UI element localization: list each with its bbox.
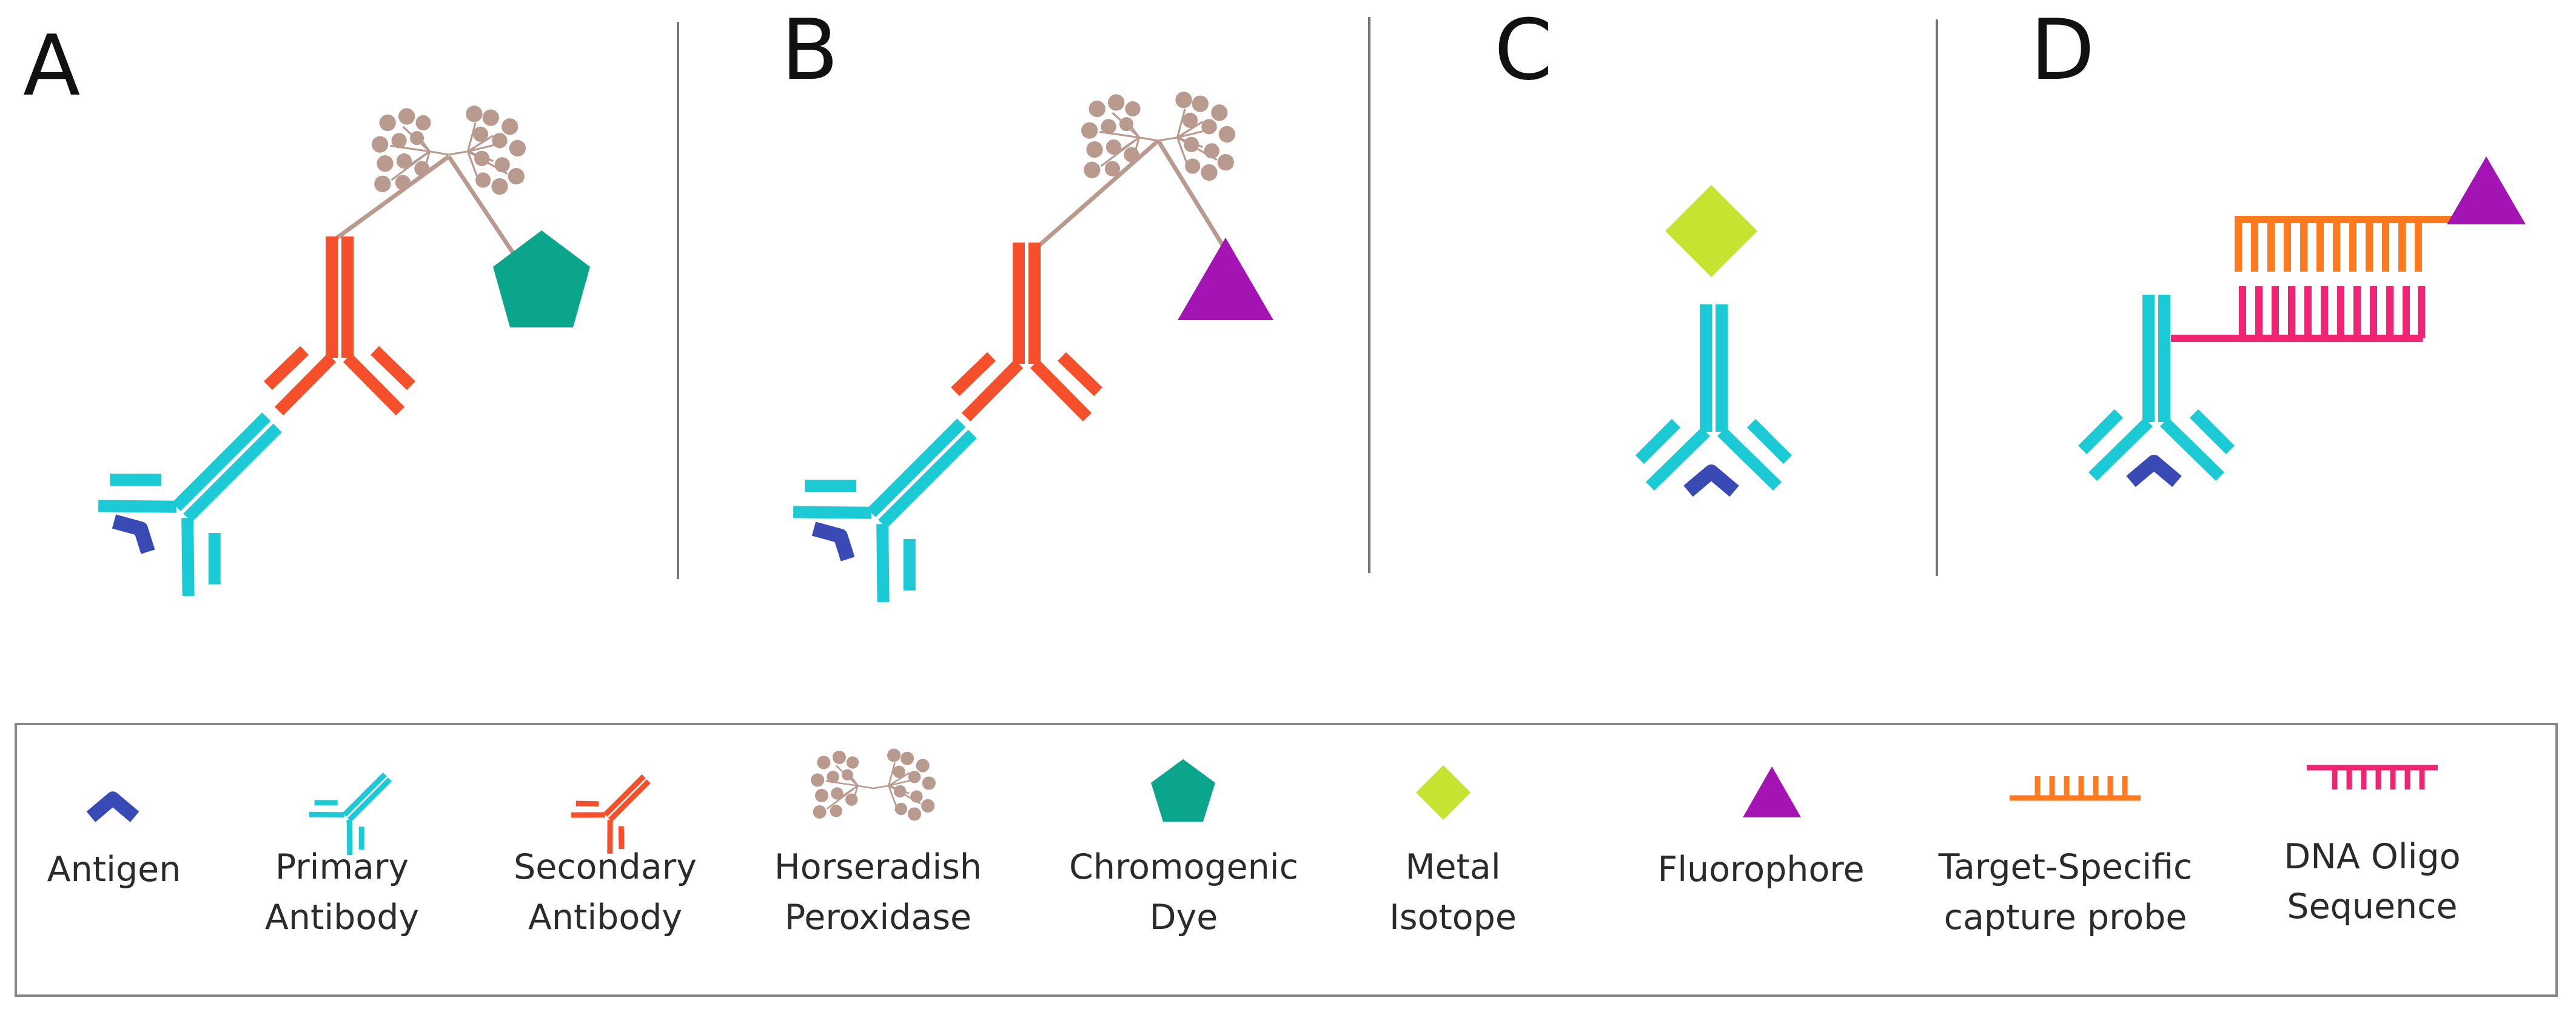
- panel-b-antigen: [811, 521, 855, 561]
- panel-a: [91, 104, 590, 603]
- legend-label-primary-1: Primary: [275, 847, 409, 887]
- legend-label-secondary-1: Secondary: [514, 847, 697, 887]
- panel-b-secondary-antibody: [955, 243, 1098, 417]
- panel-b-hrp-link-right: [1156, 139, 1224, 246]
- panel-b: [786, 90, 1273, 609]
- legend-label-fluorophore: Fluorophore: [1657, 850, 1864, 890]
- legend-label-hrp-2: Peroxidase: [785, 897, 971, 937]
- legend-label-metal-1: Metal: [1405, 847, 1500, 887]
- panel-a-antigen: [112, 514, 155, 554]
- legend-dna-oligo-icon: [2307, 765, 2438, 789]
- legend-label-secondary-2: Antibody: [528, 897, 682, 937]
- panel-d: [2082, 156, 2526, 481]
- legend-label-chromogenic-1: Chromogenic: [1069, 847, 1298, 887]
- panel-d-dna-oligo: [2171, 286, 2425, 342]
- panel-b-primary-antibody: [786, 376, 1019, 609]
- legend-capture-probe-icon: [2010, 776, 2141, 801]
- legend-fluorophore-icon: [1743, 766, 1801, 817]
- legend-label-antigen: Antigen: [47, 850, 181, 890]
- legend-label-metal-2: Isotope: [1389, 897, 1517, 937]
- panel-c: [1640, 185, 1788, 491]
- legend-label-dna-1: DNA Oligo: [2284, 837, 2460, 877]
- panel-c-metal-isotope: [1665, 185, 1757, 277]
- legend-label-hrp-1: Horseradish: [774, 847, 982, 887]
- panel-a-hrp-link-right: [447, 155, 516, 256]
- legend-chromogenic-dye-icon: [1151, 759, 1215, 822]
- panel-c-antigen: [1688, 472, 1734, 491]
- panel-a-hrp-link-left: [329, 155, 451, 244]
- panel-c-primary-antibody: [1640, 304, 1788, 486]
- legend-label-primary-2: Antibody: [265, 897, 419, 937]
- panel-c-label: C: [1494, 1, 1552, 99]
- panel-a-label: A: [23, 17, 80, 115]
- panel-b-fluorophore: [1178, 238, 1273, 320]
- panel-d-capture-probe: [2235, 216, 2456, 272]
- legend-metal-isotope-icon: [1416, 765, 1471, 820]
- panel-a-secondary-antibody: [268, 236, 411, 411]
- panel-a-hrp: [371, 104, 527, 196]
- legend-label-dna-2: Sequence: [2287, 887, 2457, 927]
- panel-b-hrp-link-left: [1035, 139, 1160, 249]
- panel-a-chromogenic-dye: [493, 230, 590, 327]
- panel-d-antigen: [2131, 462, 2177, 481]
- panel-d-fluorophore: [2447, 156, 2526, 224]
- panel-d-primary-antibody: [2082, 295, 2230, 477]
- legend-label-capture-1: Target-Specific: [1938, 847, 2193, 887]
- legend-box: [15, 723, 2558, 997]
- panel-b-label: B: [781, 1, 839, 99]
- panel-b-hrp: [1080, 90, 1236, 182]
- panel-d-label: D: [2030, 1, 2095, 99]
- legend-label-chromogenic-2: Dye: [1150, 897, 1218, 937]
- legend-label-capture-2: capture probe: [1944, 897, 2187, 937]
